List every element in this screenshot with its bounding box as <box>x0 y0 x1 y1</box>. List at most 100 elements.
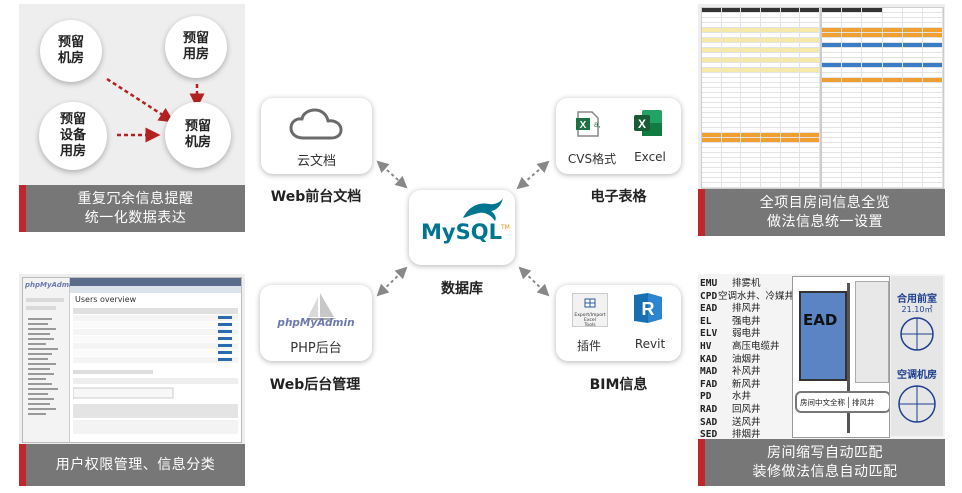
caption-line-1: 房间缩写自动匹配 <box>767 444 883 461</box>
sheet-cell <box>902 133 923 138</box>
sheet-cell <box>902 78 923 83</box>
sheet-cell <box>922 88 943 93</box>
sheet-cell <box>800 153 820 158</box>
sheet-cell <box>780 133 801 138</box>
plan-label-key: 房间中文全称 <box>797 396 849 408</box>
sheet-cell <box>780 173 801 178</box>
arrow-php-mysql <box>376 266 408 297</box>
sheet-cell <box>721 38 742 43</box>
sheet-cell <box>862 33 883 38</box>
sheet-cell <box>822 98 843 103</box>
sheet-cell <box>741 173 762 178</box>
caption-text: 用户权限管理、信息分类 <box>55 456 216 473</box>
sheet-row <box>702 33 820 38</box>
sheet-cell <box>741 183 762 188</box>
room-code: KAD <box>700 353 718 365</box>
sheet-cell <box>922 23 943 28</box>
sheet-cell <box>882 43 903 48</box>
sheet-cell <box>721 8 742 13</box>
sheet-cell <box>822 178 843 183</box>
sheet-cell <box>842 98 863 103</box>
sheet-cell <box>721 13 742 18</box>
sheet-cell <box>741 163 762 168</box>
sheet-cell <box>862 163 883 168</box>
sheet-row <box>702 113 820 118</box>
pma-sidebar: phpMyAdmin <box>23 278 76 442</box>
svg-text:R: R <box>642 299 655 319</box>
sheet-row <box>822 23 943 28</box>
sheet-cell <box>741 158 762 163</box>
sheet-cell <box>862 8 883 13</box>
sheet-cell <box>741 18 762 23</box>
sheet-row <box>702 153 820 158</box>
excel-icon: X <box>634 110 662 136</box>
csv-label: CVS格式 <box>567 152 617 166</box>
sheet-cell <box>882 23 903 28</box>
card-mysql: MySQL TM <box>409 190 515 265</box>
sheet-cell <box>882 28 903 33</box>
sheet-row <box>702 133 820 138</box>
sheet-cell <box>842 158 863 163</box>
sheet-row <box>702 123 820 128</box>
sheet-row <box>822 53 943 58</box>
sheet-cell <box>902 23 923 28</box>
room-name: 送风井 <box>732 416 761 428</box>
sheet-cell <box>842 38 863 43</box>
sheet-cell <box>780 128 801 133</box>
sheet-cell <box>822 58 843 63</box>
floor-plan: EAD 房间中文全称 排风井 <box>792 276 890 438</box>
sheet-row <box>822 118 943 123</box>
sheet-cell <box>842 73 863 78</box>
sheet-cell <box>702 138 722 143</box>
sheet-cell <box>842 183 863 188</box>
pma-menu <box>70 286 241 293</box>
sheet-cell <box>702 183 722 188</box>
sheet-row <box>702 183 820 188</box>
sheet-cell <box>922 103 943 108</box>
sheet-row <box>822 98 943 103</box>
sheet-cell <box>842 88 863 93</box>
room-code: SED <box>700 429 718 441</box>
csv-file-icon: X a, <box>576 111 601 137</box>
sheet-cell <box>800 68 820 73</box>
sheet-cell <box>721 103 742 108</box>
room-name: 强电井 <box>732 315 761 327</box>
sheet-cell <box>922 173 943 178</box>
sheet-cell <box>800 183 820 188</box>
sheet-cell <box>882 113 903 118</box>
sheet-cell <box>882 33 903 38</box>
sheet-cell <box>822 48 843 53</box>
sheet-cell <box>922 63 943 68</box>
sheet-cell <box>761 93 781 98</box>
sheet-cell <box>800 103 820 108</box>
sheet-cell <box>702 93 722 98</box>
sheet-cell <box>800 48 820 53</box>
sheet-cell <box>702 98 722 103</box>
sheet-cell <box>721 78 742 83</box>
revit-icon: R <box>634 293 662 323</box>
sheet-row <box>822 83 943 88</box>
sheet-row <box>822 88 943 93</box>
sheet-cell <box>922 8 943 13</box>
sheet-cell <box>721 63 742 68</box>
plugin-table-icon <box>584 298 596 308</box>
sheet-cell <box>800 168 820 173</box>
sheet-cell <box>800 8 820 13</box>
front-room-marks <box>900 317 934 351</box>
title-web-backend: Web后台管理 <box>269 377 361 393</box>
sheet-cell <box>702 163 722 168</box>
ac-room-label: 空调机房 <box>897 370 937 381</box>
sheet-row <box>822 143 943 148</box>
front-room-label: 合用前室 <box>897 294 937 305</box>
sheet-cell <box>761 118 781 123</box>
sheet-cell <box>702 48 722 53</box>
sheet-cell <box>902 58 923 63</box>
panel-room-overview: 全项目房间信息全览 做法信息统一设置 <box>698 4 945 236</box>
room-code: FAD <box>700 378 718 390</box>
sheet-cell <box>922 138 943 143</box>
